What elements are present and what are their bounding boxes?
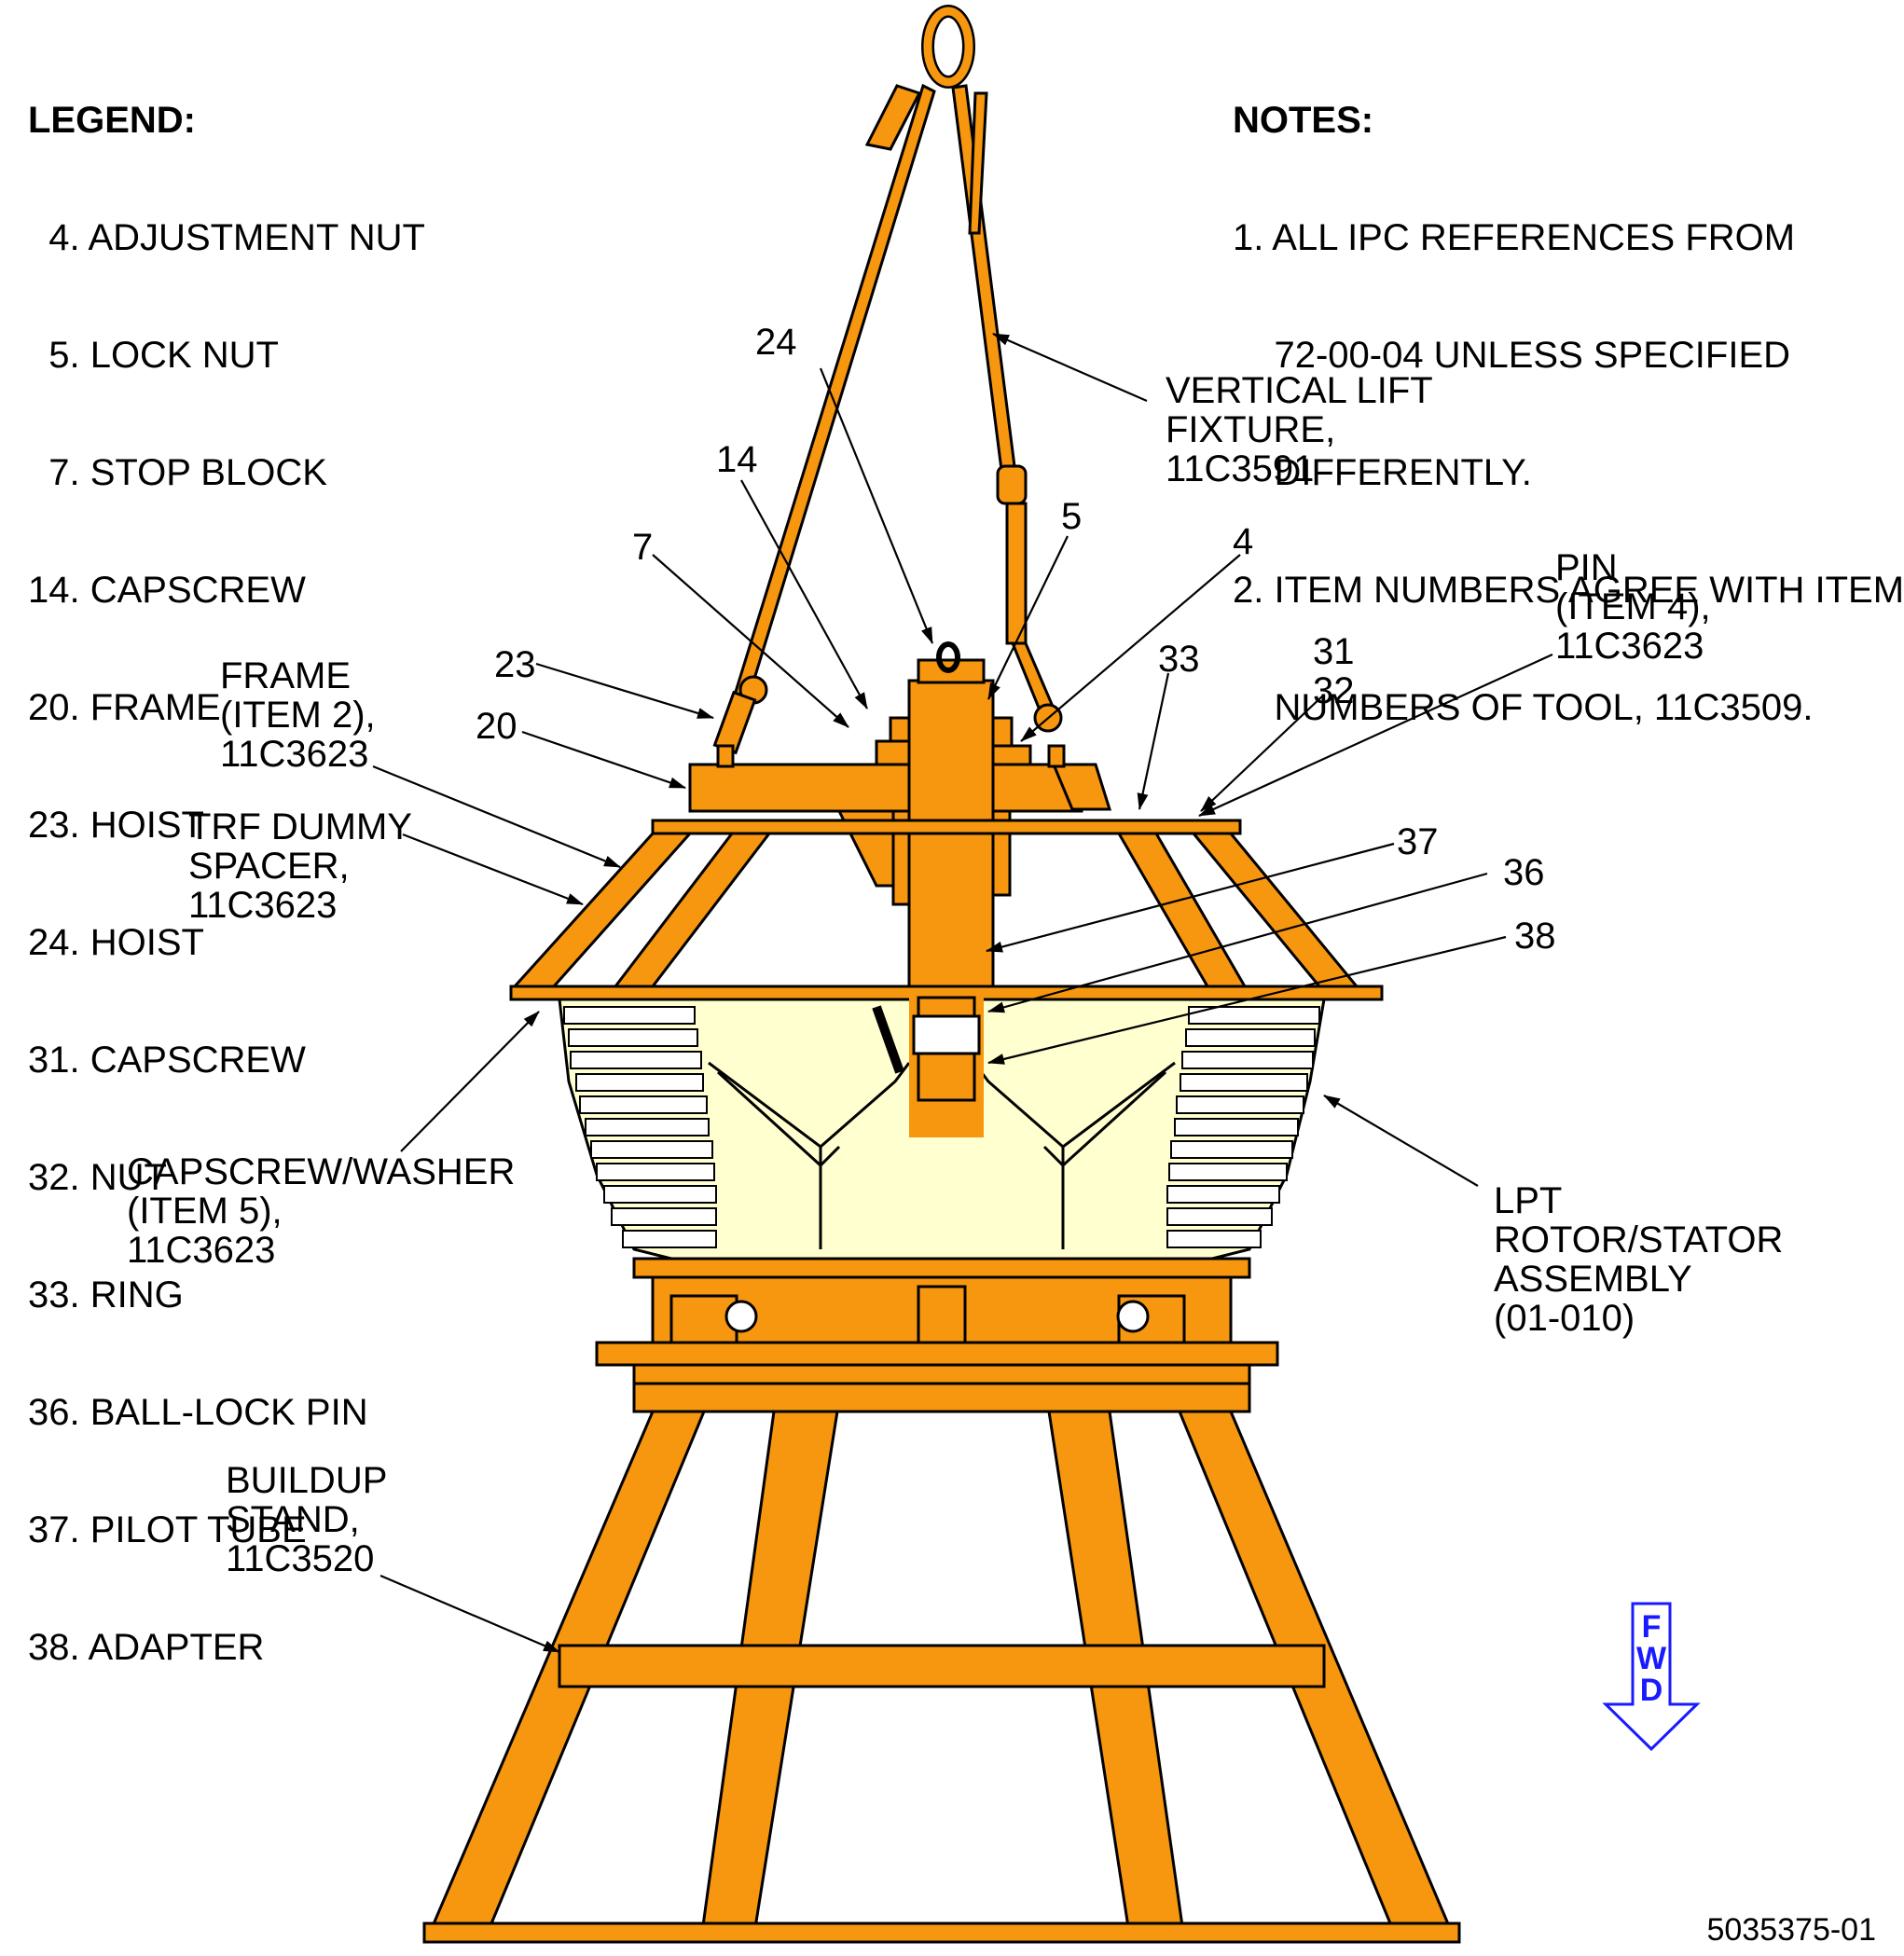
buildup-stand bbox=[422, 1257, 1461, 1944]
legend-item: 20. FRAME bbox=[28, 687, 221, 728]
trf-dummy-spacer bbox=[509, 819, 1384, 1001]
callout-frame-item-2: FRAME (ITEM 2), 11C3623 bbox=[220, 655, 376, 775]
callout-pin-item-4: PIN (ITEM 4), 11C3623 bbox=[1555, 547, 1711, 667]
legend: LEGEND: 4. ADJUSTMENT NUT 5. LOCK NUT 7.… bbox=[28, 22, 425, 1706]
note-line: NUMBERS OF TOOL, 11C3509. bbox=[1233, 687, 1814, 728]
note-line: DIFFERENTLY. bbox=[1233, 452, 1532, 493]
legend-item: 7. STOP BLOCK bbox=[28, 452, 327, 493]
notes: NOTES: 1. ALL IPC REFERENCES FROM 72-00-… bbox=[1233, 22, 1904, 766]
callout-7: 7 bbox=[632, 527, 654, 568]
callout-33: 33 bbox=[1158, 639, 1200, 680]
callout-5: 5 bbox=[1061, 496, 1083, 537]
callout-23: 23 bbox=[494, 644, 536, 685]
lift-sling bbox=[712, 5, 1063, 755]
leader-lines bbox=[372, 332, 1553, 1654]
note-line: 1. ALL IPC REFERENCES FROM bbox=[1233, 217, 1796, 258]
legend-item: 4. ADJUSTMENT NUT bbox=[28, 217, 425, 258]
legend-item: 24. HOIST bbox=[28, 922, 204, 963]
callout-36: 36 bbox=[1503, 852, 1545, 893]
legend-item: 14. CAPSCREW bbox=[28, 570, 306, 611]
callout-lpt-assembly: LPT ROTOR/STATOR ASSEMBLY (01-010) bbox=[1494, 1180, 1784, 1339]
drawing-number: 5035375-01 bbox=[1706, 1912, 1876, 1948]
legend-item: 5. LOCK NUT bbox=[28, 335, 279, 376]
forward-arrow-icon bbox=[1602, 1602, 1701, 1752]
callout-32: 32 bbox=[1313, 670, 1355, 711]
callout-14: 14 bbox=[716, 439, 758, 480]
callout-24: 24 bbox=[755, 322, 797, 363]
callout-capscrew-washer: CAPSCREW/WASHER (ITEM 5), 11C3623 bbox=[127, 1151, 516, 1271]
legend-item: 23. HOIST bbox=[28, 805, 204, 846]
callout-trf-dummy-spacer: TRF DUMMY SPACER, 11C3623 bbox=[188, 806, 412, 926]
note-line: 2. ITEM NUMBERS AGREE WITH ITEM bbox=[1233, 570, 1904, 611]
callout-31: 31 bbox=[1313, 631, 1355, 672]
callout-38: 38 bbox=[1514, 916, 1556, 957]
notes-title: NOTES: bbox=[1233, 100, 1374, 141]
legend-item: 36. BALL-LOCK PIN bbox=[28, 1392, 368, 1433]
legend-item: 31. CAPSCREW bbox=[28, 1040, 306, 1081]
callout-vertical-lift-fixture: VERTICAL LIFT FIXTURE, 11C3591 bbox=[1166, 370, 1433, 489]
note-line: 72-00-04 UNLESS SPECIFIED bbox=[1233, 335, 1791, 376]
legend-item: 32. NUT bbox=[28, 1157, 167, 1198]
legend-item: 37. PILOT TUBE bbox=[28, 1509, 307, 1550]
legend-item: 38. ADAPTER bbox=[28, 1627, 265, 1668]
legend-title: LEGEND: bbox=[28, 100, 196, 141]
callout-37: 37 bbox=[1397, 821, 1439, 862]
forward-label: F W D bbox=[1635, 1609, 1667, 1708]
callout-4: 4 bbox=[1233, 521, 1254, 562]
legend-item: 33. RING bbox=[28, 1274, 184, 1315]
lpt-rotor-stator-assembly bbox=[558, 988, 1326, 1260]
callout-20: 20 bbox=[476, 706, 517, 747]
callout-buildup-stand: BUILDUP STAND, 11C3520 bbox=[226, 1460, 388, 1579]
